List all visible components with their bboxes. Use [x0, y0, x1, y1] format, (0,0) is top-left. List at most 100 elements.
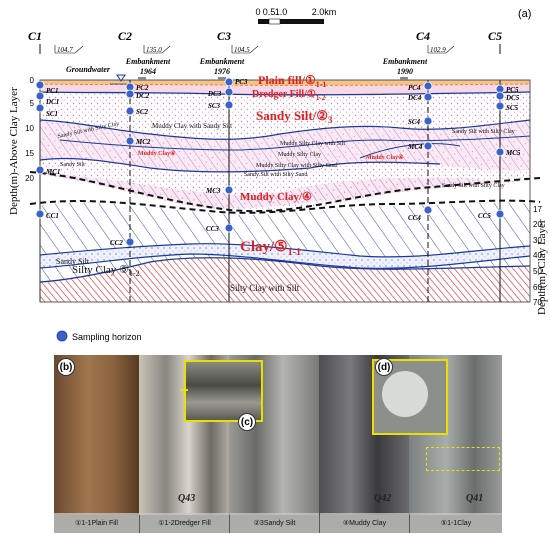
sample-markers-c5: PC5 DC5 SC5 MC5 CC5: [478, 84, 521, 220]
embankment-1990-year: 1990: [397, 67, 413, 76]
annot-muddy-clay-4a: Muddy Clay④: [138, 150, 176, 157]
annot-sandy-silt-with-silty-sand: Sandy Silt with Silty Sand: [244, 172, 307, 178]
right-axis-label: Depth(m)-Clay Layer: [536, 219, 548, 315]
scale-bar: 0 0.5 1.0 2.0km: [255, 7, 337, 25]
panel-b-label: (b): [57, 358, 75, 376]
clay-label: Clay/⑤: [240, 239, 288, 255]
sample-sc4: SC4: [408, 118, 421, 126]
silty-clay-sub: 1-2: [129, 269, 140, 278]
caption-clay: ⑤1-1Clay: [410, 513, 502, 533]
borehole-headers: C1 C2 C3 C4 C5 104.7 135.0 104.5 102.9: [28, 29, 502, 54]
silty-clay-with-silt-layer: [40, 257, 530, 302]
right-tick-17: 17: [533, 205, 542, 214]
annot-muddy-clay-4b: Muddy Clay④: [366, 154, 404, 161]
sample-pc1: PC1: [46, 87, 58, 95]
muddy-clay-4-zone: [40, 172, 530, 209]
embankment-1976-year: 1976: [214, 67, 230, 76]
borehole-c4: C4: [416, 29, 430, 43]
sample-pc2: PC2: [136, 84, 149, 92]
upper-section: [29, 80, 541, 215]
scale-tick-0: 0: [255, 7, 260, 17]
panel-a-label: (a): [518, 8, 531, 20]
right-tick-70: 70: [533, 298, 542, 307]
sample-dc1: DC1: [45, 98, 59, 106]
clay-sub: 1-1: [288, 247, 301, 258]
annot-muddy-silty-clay-with-silty-sand: Muddy Silty Clay with Silty Sand: [256, 163, 338, 169]
lower-section: [29, 199, 541, 342]
plain-fill-label: Plain fill/①: [258, 73, 316, 87]
layer-labels: Plain fill/①1-1 Dredger Fill/①1-2 Sandy …: [72, 73, 333, 278]
sample-pc3: PC3: [235, 78, 248, 86]
left-tick-5: 5: [30, 99, 35, 108]
right-tick-60: 60: [533, 283, 542, 292]
zoom-arrow-c: [180, 389, 188, 391]
annot-silty-clay-with-silt: Silty Clay with Silt: [230, 283, 300, 293]
borehole-c5: C5: [488, 29, 502, 43]
plain-fill-sub: 1-1: [316, 80, 327, 89]
left-tick-15: 15: [25, 149, 34, 158]
legend-sampling-horizon: Sampling horizon: [72, 332, 142, 342]
zoom-inset-c: [184, 360, 263, 422]
elevation-c3: 104.5: [234, 46, 250, 54]
core-photo-panel: (b) (c) (d) Q43 Q42 Q41 ①1-1Plain Fill ①…: [54, 355, 502, 533]
annot-muddy-silty-clay: Muddy Silty Clay: [278, 152, 321, 158]
sample-cc5: CC5: [478, 212, 491, 220]
caption-sandy-silt: ②3Sandy Silt: [230, 513, 319, 533]
left-tick-20: 20: [25, 174, 34, 183]
right-tick-50: 50: [533, 267, 542, 276]
elevation-c1: 104.7: [57, 46, 73, 54]
sample-sc1: SC1: [46, 110, 58, 118]
embankment-1964-label: Embankment: [125, 57, 171, 66]
sample-markers-c4: PC4 DC4 SC4 MC4 CC4: [407, 81, 433, 222]
borehole-c1: C1: [28, 29, 42, 43]
caption-muddy-clay: ④Muddy Clay: [320, 513, 409, 533]
borehole-c3: C3: [217, 29, 231, 43]
svg-text:Clay/⑤1-1: Clay/⑤1-1: [240, 239, 301, 258]
right-tick-30: 30: [533, 236, 542, 245]
sample-dc5: DC5: [505, 94, 520, 102]
svg-text:Silty Clay ⑤1-2: Silty Clay ⑤1-2: [72, 264, 140, 278]
elevation-c4: 102.9: [430, 46, 446, 54]
annot-sandy-silt-1: Sandy Silt: [60, 162, 85, 168]
zoom-target-d: [426, 447, 500, 471]
sample-mc1: MC1: [45, 168, 60, 176]
silty-clay-label: Silty Clay ⑤: [72, 264, 129, 276]
caption-plain-fill: ①1-1Plain Fill: [54, 513, 139, 533]
borehole-c2: C2: [118, 29, 132, 43]
left-axis-label: Depth(m)-Above Clay Layer: [8, 87, 20, 215]
age-q4-3: Q43: [178, 493, 196, 504]
sample-mc2: MC2: [135, 138, 151, 146]
embankment-1990-label: Embankment: [382, 57, 428, 66]
scale-tick-2: 2.0km: [312, 7, 337, 17]
sampling-horizon-icon: [56, 330, 68, 342]
sample-pc5: PC5: [506, 86, 519, 94]
sample-dc2: DC2: [135, 92, 150, 100]
annot-muddy-clay-with-sandy-silt: Muddy Clay with Sandy Silt: [152, 122, 232, 130]
sample-cc1: CC1: [46, 212, 59, 220]
elevation-c2: 135.0: [146, 46, 162, 54]
sample-dc4: DC4: [407, 94, 422, 102]
sample-dc3: DC3: [207, 90, 222, 98]
core-plain-fill: [54, 355, 139, 515]
dredger-fill-label: Dredger Fill/①: [252, 89, 316, 100]
left-tick-10: 10: [25, 124, 34, 133]
sandy-silt-label: Sandy Silt/②: [256, 108, 328, 123]
age-q4-2: Q42: [374, 493, 392, 504]
embankment-1964-year: 1964: [140, 67, 156, 76]
annotations: Muddy Clay with Sandy Silt Sandy Silt wi…: [56, 121, 515, 293]
sample-cc2: CC2: [110, 239, 123, 247]
scale-tick-1: 1.0: [275, 7, 288, 17]
sample-mc4: MC4: [407, 143, 423, 151]
sample-cc4: CC4: [408, 214, 421, 222]
left-tick-0: 0: [30, 76, 35, 85]
annot-sandy-silt-2: Sandy Silt: [56, 257, 90, 266]
muddy-clay-with-sandy-silt-zone: [40, 120, 530, 173]
legend: Sampling horizon: [56, 330, 142, 342]
sample-mc3: MC3: [205, 187, 221, 195]
caption-dredger-fill: ①1-2Dredger Fill: [140, 513, 229, 533]
right-axis: 17 20 30 40 50 60 70: [533, 205, 542, 307]
groundwater-icon: [116, 74, 126, 82]
right-tick-20: 20: [533, 220, 542, 229]
sample-sc3: SC3: [208, 102, 221, 110]
